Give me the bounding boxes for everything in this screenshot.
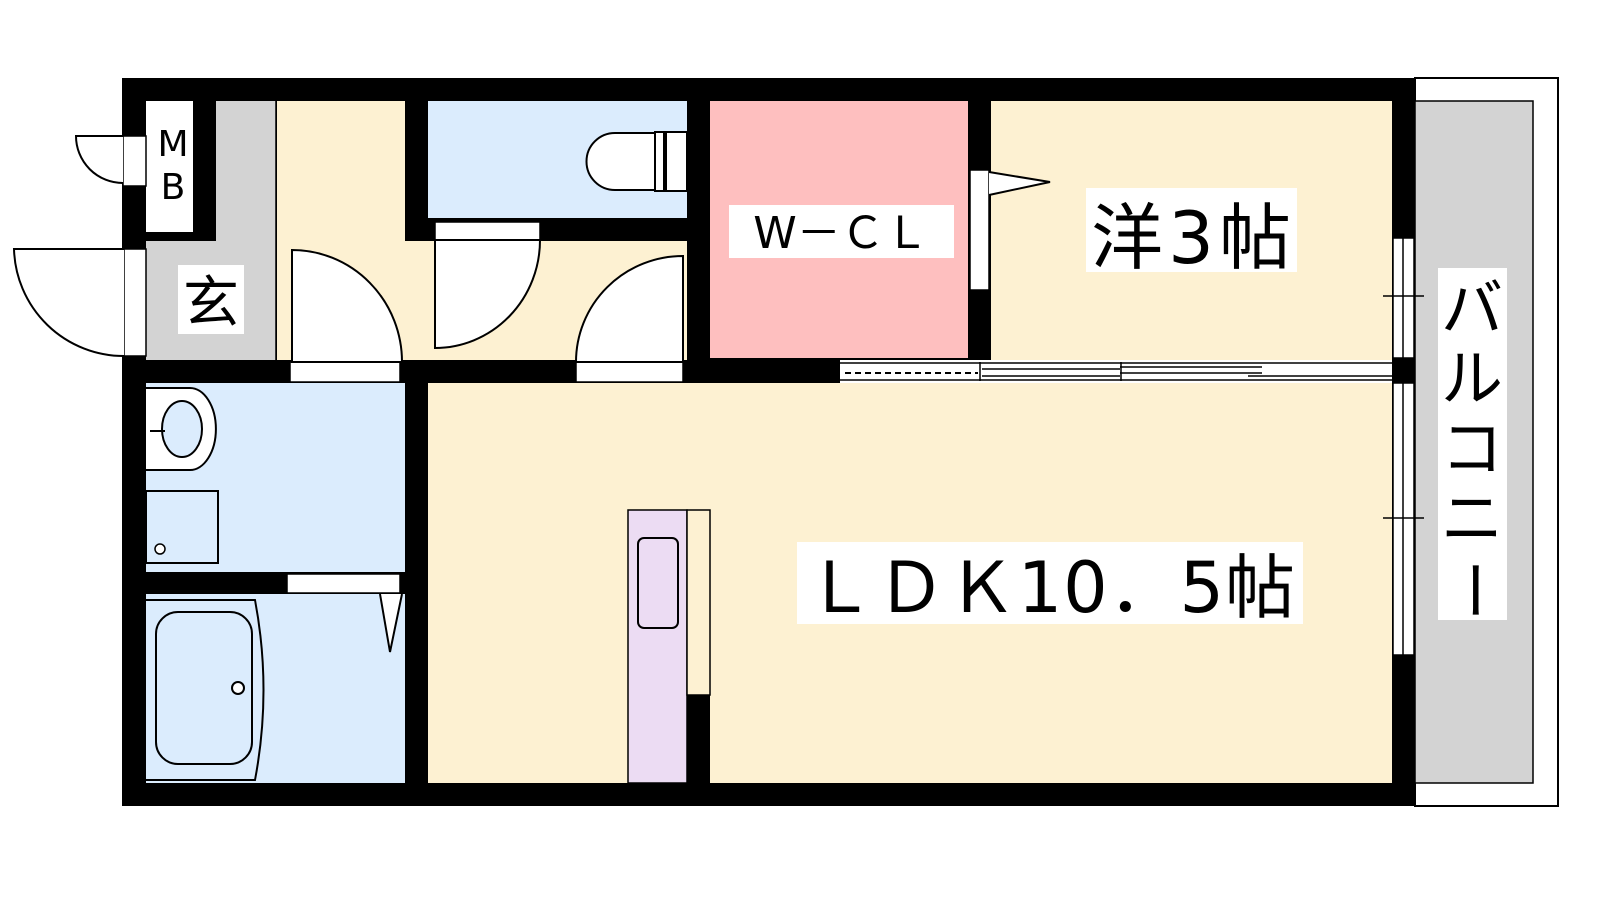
ldk-label: ＬＤＫ10．5帖: [805, 547, 1295, 629]
front-door-opening: [123, 248, 147, 357]
mb-door-opening: [122, 135, 147, 187]
ldk-door-opening: [575, 361, 684, 383]
balcony-label-char: コ: [1441, 412, 1503, 485]
window-western-room: [1383, 237, 1424, 359]
balcony-label-char: ル: [1441, 342, 1503, 415]
kitchen-wall: [687, 695, 710, 783]
closet-folding-door-icon: [988, 171, 1051, 196]
balcony-label-char: ニ: [1441, 482, 1503, 555]
walk-in-closet-label: W－ＣＬ: [753, 208, 929, 259]
toilet-door-opening: [434, 221, 541, 241]
entrance-label: 玄: [183, 271, 239, 336]
washroom-door-swing-icon: [291, 248, 404, 363]
toilet-door-swing-icon: [434, 239, 542, 350]
sink-icon: [637, 537, 679, 629]
mb-label-line1: M: [157, 124, 188, 165]
western-room-label: 洋3帖: [1091, 196, 1291, 280]
balcony-label-char: バ: [1441, 272, 1503, 345]
bathtub-icon: [146, 599, 265, 781]
toilet-icon: [585, 131, 688, 192]
mb-label-line2: B: [161, 167, 186, 208]
mb-door-swing-icon: [74, 135, 124, 184]
washing-machine-icon: [145, 490, 219, 564]
balcony-label-char: ー: [1437, 559, 1510, 621]
bath-door-opening: [286, 573, 401, 594]
window-ldk: [1383, 382, 1424, 656]
front-door-swing-icon: [12, 248, 125, 357]
washbasin-icon: [146, 387, 217, 471]
bath-folding-door-icon: [379, 593, 403, 653]
ldk-door-swing-icon: [574, 254, 684, 363]
kitchen-cabinet: [686, 509, 711, 696]
closet-door-opening: [969, 169, 990, 291]
washroom-door-opening: [289, 361, 401, 383]
sliding-door: [840, 360, 1392, 383]
mb-closet: [146, 101, 193, 232]
